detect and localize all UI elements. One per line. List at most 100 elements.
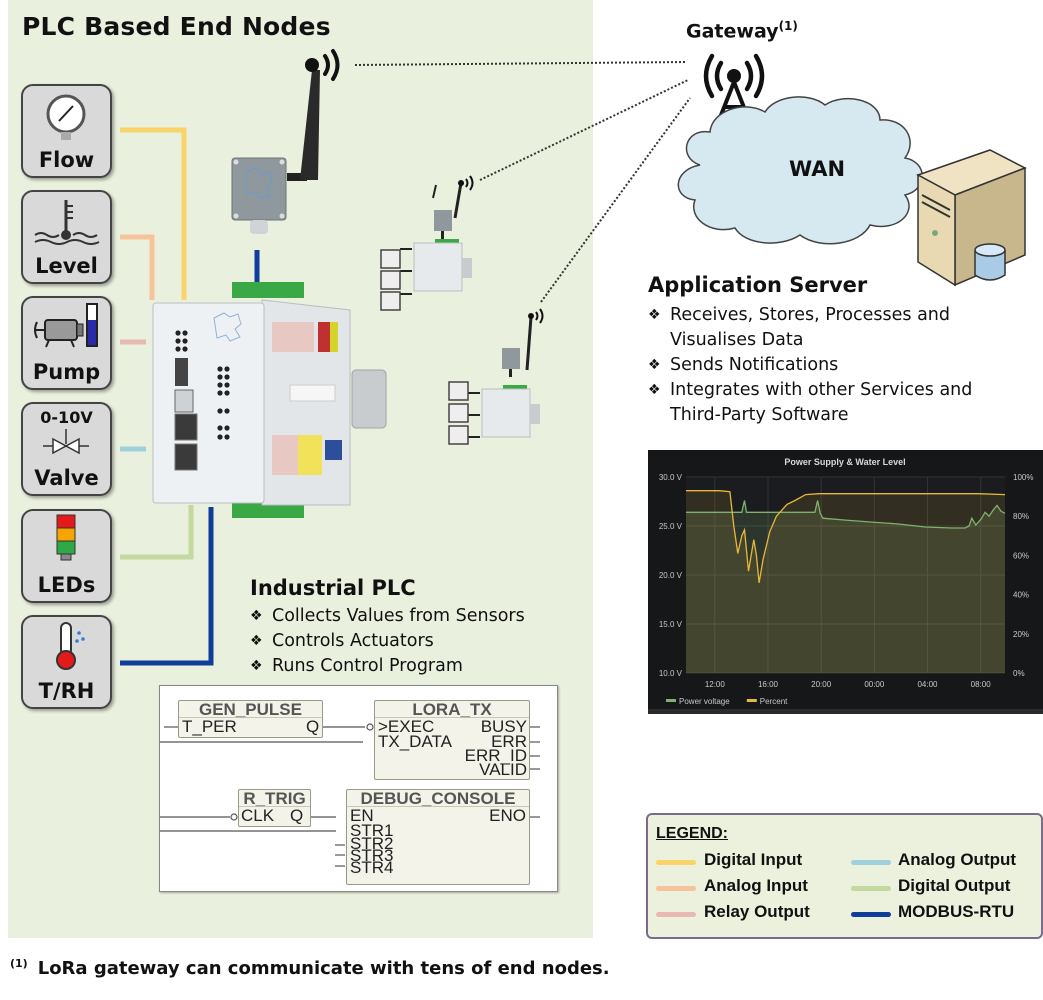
legend-item: Digital Output (898, 876, 1011, 895)
legend-swatch-relay-output (656, 912, 696, 917)
legend-swatch-modbus-rtu (851, 912, 891, 917)
server-bullets: ❖Receives, Stores, Processes and Visuali… (648, 303, 1028, 428)
legend-item: Analog Input (704, 876, 808, 895)
plc-title: Industrial PLC (250, 576, 416, 600)
series-area-power-voltage (686, 500, 1005, 673)
gateway-label: Gateway(1) (686, 19, 798, 43)
fb-pin: VALID (479, 760, 527, 779)
fb-pin: STR4 (350, 858, 394, 877)
antenna-tip (305, 58, 319, 72)
pump-icon (34, 303, 98, 348)
sensor-pump: Pump (21, 296, 112, 390)
legend-swatch-analog-input (656, 886, 696, 891)
chart-legend-swatch (666, 699, 676, 702)
fb-pin: >EXEC (378, 717, 435, 736)
chart-plot: Power Supply & Water Level 10.0 V15.0 V2… (648, 457, 1043, 714)
server-bullet: ❖Sends Notifications (648, 353, 1028, 378)
chart-legend-swatch (746, 699, 757, 702)
y-left-tick-label: 15.0 V (659, 620, 683, 629)
fb-pin: ENO (489, 806, 526, 825)
lora-link-main (354, 61, 688, 66)
y-right-tick-label: 100% (1013, 473, 1033, 482)
fb-pin: STR2 (350, 834, 394, 853)
fb-gen-pulse[interactable]: GEN_PULSE (178, 700, 323, 738)
lora-link-node-3 (540, 97, 691, 303)
fb-pin: BUSY (480, 717, 527, 736)
legend-swatch-digital-output (851, 886, 891, 891)
fb-r-trig[interactable]: R_TRIG (238, 789, 311, 827)
valve-signal-label: 0-10V (40, 408, 93, 427)
fbd-connections (160, 723, 540, 867)
bullet-icon: ❖ (648, 307, 661, 323)
sensor-trh: T/RH (21, 615, 112, 709)
radio-waves-icon (323, 49, 340, 81)
function-block-diagram: GEN_PULSE T_PER Q LORA_TX >EXEC TX_DATA … (159, 685, 558, 892)
y-right-tick-label: 60% (1013, 551, 1029, 560)
x-tick-label: 04:00 (917, 680, 938, 689)
wire-digital-input-flow (120, 127, 187, 300)
fb-lora-tx[interactable]: LORA_TX (374, 700, 530, 780)
sensor-level: Level (21, 190, 112, 284)
y-right-tick-label: 80% (1013, 512, 1029, 521)
fb-debug-console[interactable]: DEBUG_CONSOLE (346, 789, 530, 885)
wire-digital-output-leds (120, 505, 194, 560)
plc-bullet: ❖Collects Values from Sensors (250, 604, 525, 629)
y-left-tick-label: 25.0 V (659, 522, 683, 531)
bullet-icon: ❖ (648, 382, 661, 398)
chart-legend-label: Percent (760, 697, 788, 706)
server-bullet: ❖Receives, Stores, Processes and Visuali… (648, 305, 951, 350)
server-title: Application Server (648, 273, 868, 297)
chart-title: Power Supply & Water Level (784, 457, 905, 467)
signal-tower-icon (56, 514, 76, 561)
chart-legend-label: Power voltage (679, 697, 730, 706)
legend-item: Digital Input (704, 850, 803, 869)
sensor-valve: 0-10V Valve (21, 402, 112, 496)
legend-swatch-digital-input (656, 860, 696, 865)
legend-item: Relay Output (704, 902, 810, 921)
legend-item: MODBUS-RTU (898, 902, 1015, 921)
series-line-percent (686, 490, 1006, 583)
wire-modbus-trh (120, 507, 214, 666)
y-left-tick-label: 20.0 V (659, 571, 683, 580)
fb-pin: T_PER (182, 717, 237, 736)
series-line-power-voltage (686, 500, 1006, 529)
end-node-2 (380, 175, 474, 311)
legend-title: LEGEND: (656, 825, 728, 842)
y-right-tick-label: 0% (1013, 669, 1025, 678)
x-tick-label: 20:00 (811, 680, 832, 689)
fb-pin: Q (306, 717, 320, 736)
x-tick-label: 16:00 (758, 680, 779, 689)
y-right-tick-label: 40% (1013, 591, 1029, 600)
fb-pin: STR1 (350, 821, 394, 840)
chart-bottom-bar (648, 709, 1043, 714)
fb-pin: ERR_ID (464, 746, 527, 765)
fb-pin: Q (290, 806, 304, 825)
fb-pin: TX_DATA (378, 732, 452, 751)
footnote: (1)LoRa gateway can communicate with ten… (10, 957, 610, 979)
x-tick-label: 12:00 (705, 680, 726, 689)
x-tick-label: 00:00 (864, 680, 885, 689)
sensor-flow: Flow (21, 84, 112, 178)
pressure-gauge-icon (46, 94, 86, 140)
sensor-leds: LEDs (21, 509, 112, 603)
thermometer-humidity-icon (56, 622, 85, 670)
y-right-tick-label: 20% (1013, 630, 1029, 639)
wan-label: WAN (789, 157, 846, 181)
wire-legend: LEGEND: Digital Input Analog Input Relay… (646, 813, 1043, 939)
industrial-plc-device (152, 282, 387, 518)
fb-pin: CLK (241, 806, 275, 825)
bullet-icon: ❖ (250, 633, 263, 649)
application-server-icon (916, 149, 1027, 287)
bullet-icon: ❖ (250, 658, 263, 674)
wire-analog-input-level (120, 234, 155, 300)
lora-radio-module (231, 58, 320, 234)
fb-pin: STR3 (350, 846, 394, 865)
bullet-icon: ❖ (648, 357, 661, 373)
end-node-3 (448, 308, 544, 445)
lora-link-node-2 (479, 79, 689, 181)
server-bullet: ❖Integrates with other Services and Thir… (648, 380, 973, 425)
series-area-percent (686, 490, 1005, 673)
fb-pin: ERR (491, 732, 527, 751)
